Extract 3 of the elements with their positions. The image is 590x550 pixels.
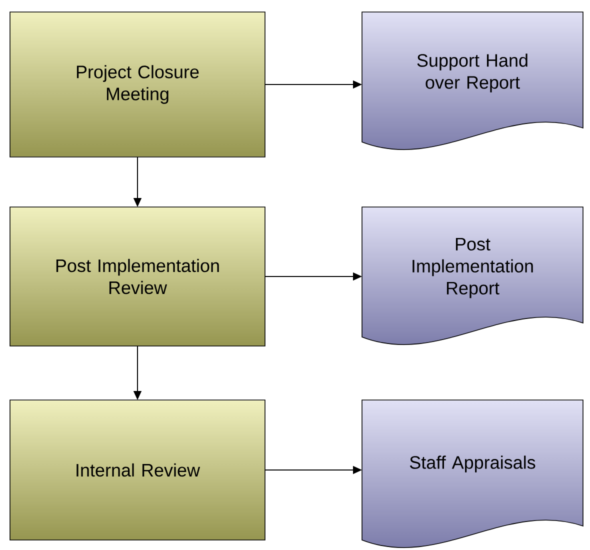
process-box: Post Implementation Review [10,206,266,346]
process-box: Internal Review [10,400,266,540]
process-box: Project Closure Meeting [10,12,266,158]
